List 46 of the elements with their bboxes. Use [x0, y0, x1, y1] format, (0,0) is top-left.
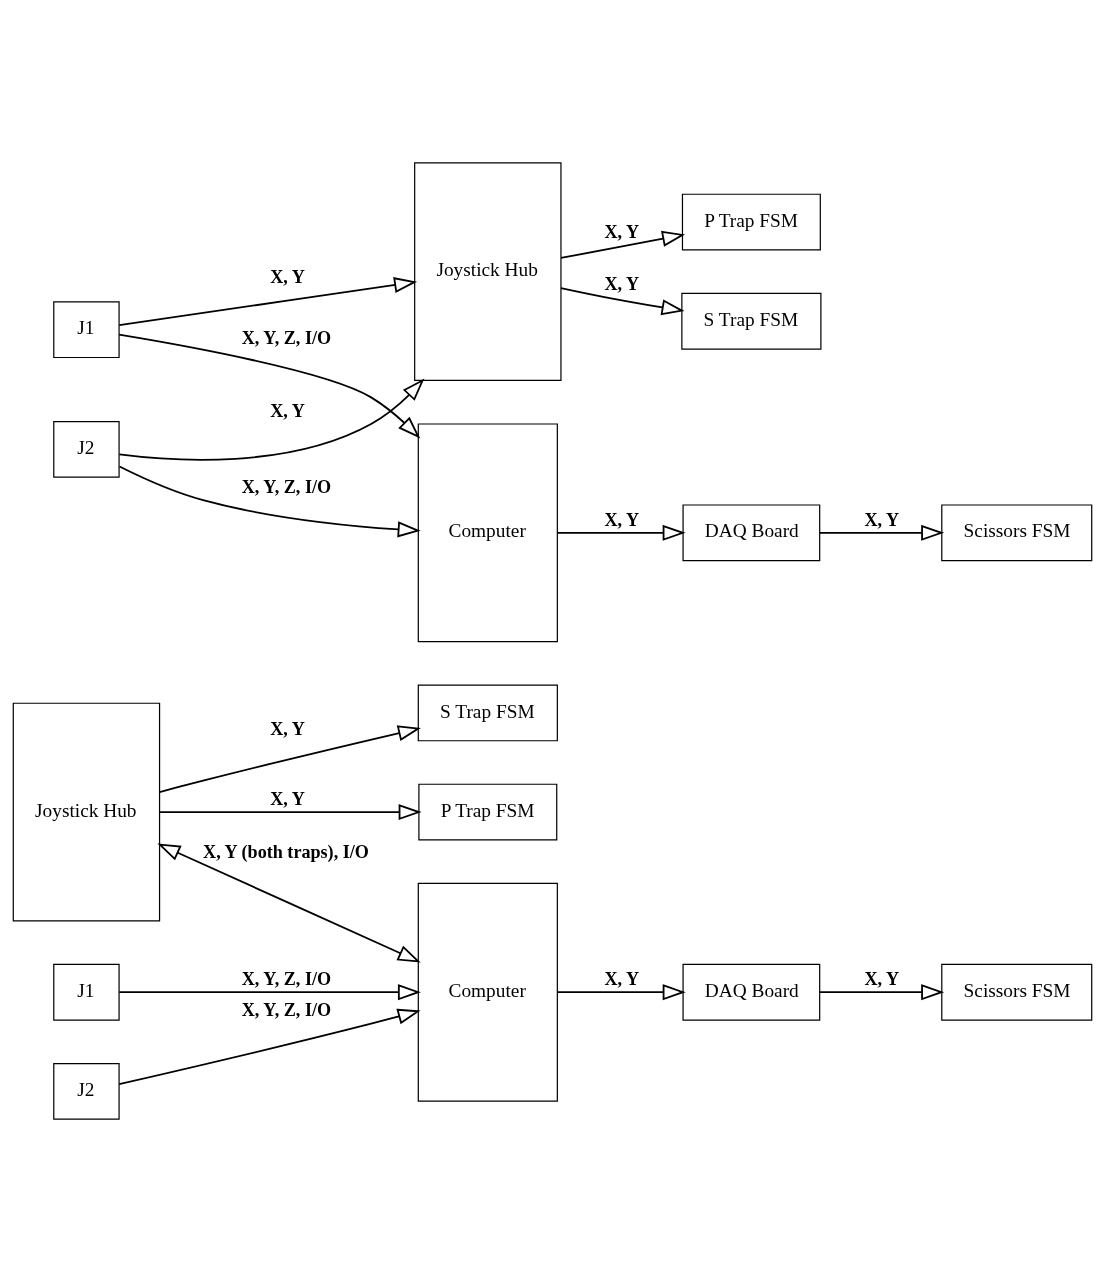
edge-label: X, Y — [604, 221, 640, 242]
edge-label: X, Y — [604, 509, 640, 530]
arrow — [118, 465, 421, 537]
arrow — [158, 724, 421, 793]
arrow — [118, 276, 418, 326]
node-box: S Trap FSM — [681, 292, 822, 350]
edge-label: X, Y, Z, I/O — [241, 476, 332, 497]
arrow — [819, 983, 945, 1000]
arrow — [556, 983, 686, 1000]
arrow — [157, 843, 421, 962]
edge-label: X, Y, Z, I/O — [241, 327, 332, 348]
node-box: J2 — [53, 1062, 120, 1120]
node-box: Scissors FSM — [941, 963, 1093, 1021]
arrow — [118, 378, 425, 461]
node-box: Joystick Hub — [12, 702, 161, 921]
arrow — [560, 230, 686, 259]
arrow — [118, 1008, 421, 1085]
edge-label: X, Y — [270, 718, 305, 739]
arrow — [159, 803, 422, 820]
arrow — [118, 983, 421, 1000]
edge-label: X, Y — [270, 788, 305, 809]
edge-label: X, Y — [604, 273, 640, 294]
node-box: P Trap FSM — [681, 193, 821, 250]
edge-label: X, Y — [604, 968, 640, 989]
node-box: S Trap FSM — [417, 684, 558, 741]
edge-label: X, Y (both traps), I/O — [203, 841, 369, 862]
edge-label: X, Y — [864, 509, 899, 530]
edge-label: X, Y — [270, 400, 305, 421]
node-box: DAQ Board — [682, 503, 821, 561]
node-box: J1 — [53, 963, 120, 1021]
node-box: Scissors FSM — [941, 503, 1093, 561]
edge-label: X, Y, Z, I/O — [241, 999, 332, 1020]
edge-label: X, Y — [270, 266, 305, 287]
edge-label: X, Y — [864, 968, 899, 989]
edge-label: X, Y, Z, I/O — [241, 968, 332, 989]
node-box: P Trap FSM — [418, 783, 558, 840]
node-box: J1 — [53, 300, 120, 358]
node-box: Joystick Hub — [414, 161, 562, 381]
node-box: J2 — [53, 420, 120, 478]
arrow — [819, 524, 945, 541]
arrow — [118, 333, 421, 439]
node-box: Computer — [417, 422, 558, 642]
arrow — [556, 524, 686, 541]
node-box: DAQ Board — [682, 963, 821, 1021]
node-box: Computer — [417, 882, 558, 1102]
arrow — [560, 286, 685, 315]
